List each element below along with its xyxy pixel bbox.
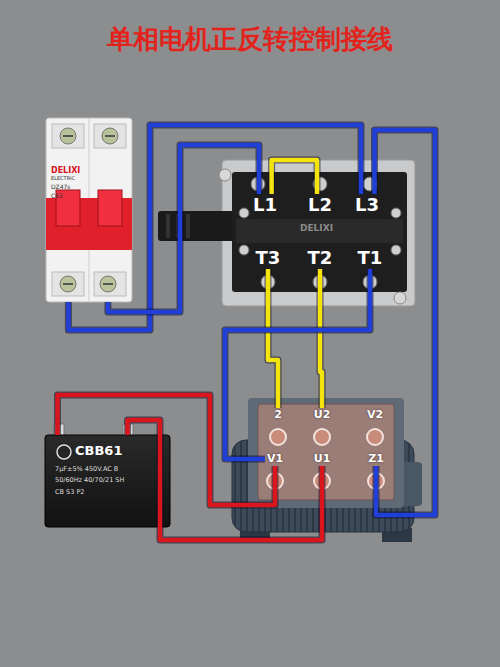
terminal-label: V2 <box>365 408 385 422</box>
terminal-label: T3 <box>253 247 284 269</box>
wire <box>108 145 259 312</box>
wire <box>268 269 278 408</box>
capacitor: CBB61 7μF±5% 450V.AC B 50/60Hz 40/70/21 SH… <box>45 435 170 527</box>
device-text: CB S3 P2 <box>55 489 84 496</box>
wire <box>58 395 276 505</box>
wire <box>225 269 370 459</box>
wire-core <box>108 145 259 312</box>
device-text: 50/60Hz 40/70/21 SH <box>55 477 124 484</box>
terminal-name: T3 <box>253 247 284 269</box>
terminal-name: T1 <box>355 247 386 269</box>
terminal-name: Z1 <box>366 452 386 466</box>
terminal-label: Z1 <box>366 452 386 466</box>
terminal-label: 2 <box>272 408 284 422</box>
wire <box>320 269 322 408</box>
terminal-label: V1 <box>265 452 285 466</box>
terminal-name: V1 <box>265 452 285 466</box>
capacitor-body <box>45 424 170 527</box>
wire-outline <box>108 145 259 312</box>
wire-core <box>128 420 323 540</box>
terminal-name: U1 <box>312 452 333 466</box>
wire-core <box>320 269 322 408</box>
wire-core <box>58 395 276 505</box>
terminal-label: T1 <box>355 247 386 269</box>
wire-core <box>225 269 370 459</box>
breaker-body <box>46 118 132 302</box>
wire-outline <box>272 160 317 194</box>
terminal-label: U2 <box>312 408 333 422</box>
terminal-name: U2 <box>312 408 333 422</box>
wire-core <box>268 269 278 408</box>
device-text: DZ47s <box>51 184 71 191</box>
terminal-name: T2 <box>305 247 336 269</box>
wire-outline <box>58 395 276 505</box>
terminal-name: L2 <box>305 194 335 216</box>
terminal-label: T2 <box>305 247 336 269</box>
wire <box>272 160 317 194</box>
circuit-breaker: DELIXIELECTRIC DZ47sC63 <box>46 118 132 302</box>
wire-outline <box>128 420 323 540</box>
device-text: DELIXI <box>300 223 333 233</box>
device-text: ELECTRIC <box>51 176 75 182</box>
device-text: C63 <box>51 193 63 200</box>
device-text: 7μF±5% 450V.AC B <box>55 466 118 473</box>
terminal-label: L2 <box>305 194 335 216</box>
wire-outline <box>268 269 278 408</box>
motor-body <box>232 398 422 542</box>
device-text: DELIXI <box>51 166 80 175</box>
terminal-name: L1 <box>250 194 280 216</box>
terminal-label: L1 <box>250 194 280 216</box>
terminal-label: L3 <box>352 194 382 216</box>
terminal-name: 2 <box>272 408 284 422</box>
terminal-name: L3 <box>352 194 382 216</box>
wire-outline <box>320 269 322 408</box>
title: 单相电机正反转控制接线 <box>0 22 500 57</box>
wire <box>128 420 323 540</box>
device-text: CBB61 <box>75 444 122 459</box>
wire-outline <box>225 269 370 459</box>
terminal-label: U1 <box>312 452 333 466</box>
terminal-name: V2 <box>365 408 385 422</box>
wire-core <box>272 160 317 194</box>
reversing-switch: DELIXI L1 L2 L3T3 T2 T1 <box>232 172 407 292</box>
